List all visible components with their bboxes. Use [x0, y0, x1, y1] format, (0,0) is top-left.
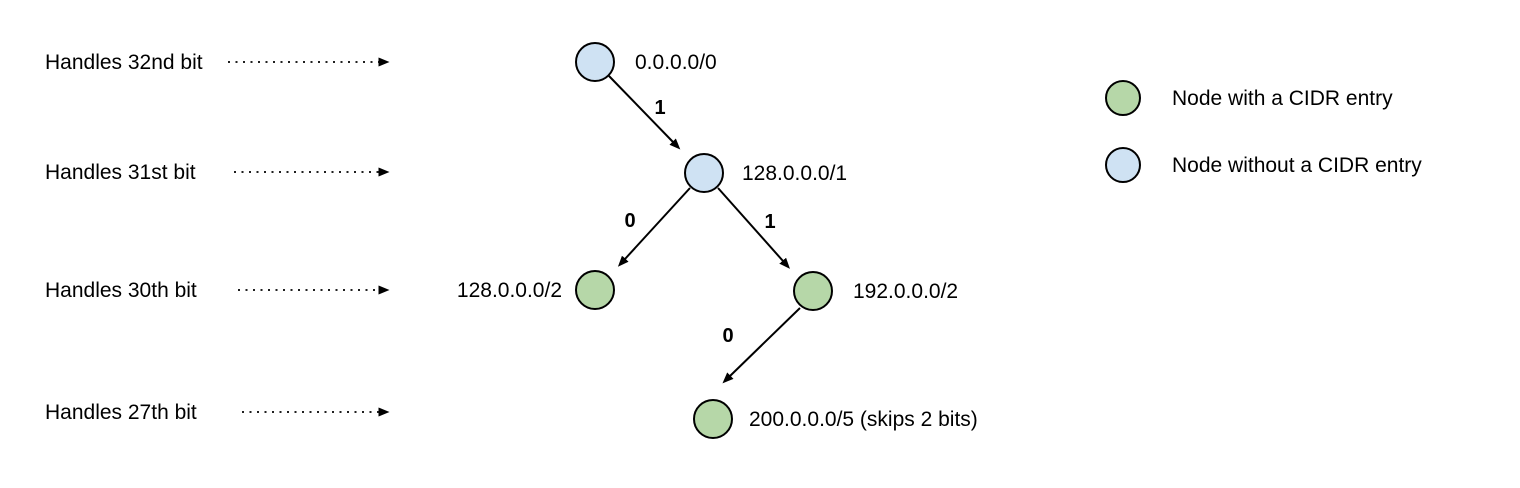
- tree-edge-root-to-128-1: 1: [608, 75, 681, 150]
- tree-edge-128-1-to-192-2: 1: [717, 187, 790, 269]
- tree-node-circle: [575, 270, 615, 310]
- bit-row-30: Handles 30th bit: [45, 279, 390, 302]
- bit-row-31: Handles 31st bit: [45, 161, 390, 184]
- edge-bit-label: 1: [654, 97, 665, 119]
- tree-node-192-0-0-0-2: 192.0.0.0/2: [793, 271, 958, 311]
- legend-item-label: Node with a CIDR entry: [1172, 87, 1393, 110]
- tree-node-circle: [684, 153, 724, 193]
- legend-item-label: Node without a CIDR entry: [1172, 154, 1422, 177]
- bit-row-label: Handles 30th bit: [45, 279, 197, 302]
- legend-swatch-circle: [1105, 80, 1141, 116]
- edge-arrow-icon: [617, 187, 691, 267]
- tree-node-label: 0.0.0.0/0: [635, 51, 717, 74]
- legend-swatch-circle: [1105, 147, 1141, 183]
- legend-item-with-cidr: Node with a CIDR entry: [1105, 80, 1393, 116]
- tree-edge-192-2-to-200-5: 0: [722, 307, 801, 384]
- tree-node-root: 0.0.0.0/0: [575, 42, 717, 82]
- bit-row-27: Handles 27th bit: [45, 401, 390, 424]
- edge-arrow-icon: [717, 187, 790, 269]
- tree-node-circle: [575, 42, 615, 82]
- tree-node-circle: [793, 271, 833, 311]
- tree-node-label: 128.0.0.0/2: [457, 279, 562, 302]
- edge-arrow-icon: [722, 307, 801, 384]
- bit-row-32: Handles 32nd bit: [45, 51, 390, 74]
- tree-node-128-0-0-0-1: 128.0.0.0/1: [684, 153, 847, 193]
- tree-node-circle: [693, 399, 733, 439]
- legend: Node with a CIDR entry Node without a CI…: [1105, 80, 1422, 183]
- edge-arrow-icon: [608, 75, 681, 150]
- tree-node-200-0-0-0-5: 200.0.0.0/5 (skips 2 bits): [693, 399, 978, 439]
- tree-node-128-0-0-0-2: 128.0.0.0/2: [457, 270, 615, 310]
- edge-bit-label: 1: [764, 211, 775, 233]
- tree-node-label: 192.0.0.0/2: [853, 280, 958, 303]
- tree-node-label: 200.0.0.0/5 (skips 2 bits): [749, 408, 978, 431]
- edge-bit-label: 0: [722, 325, 733, 347]
- edge-bit-label: 0: [624, 210, 635, 232]
- legend-item-without-cidr: Node without a CIDR entry: [1105, 147, 1422, 183]
- tree-node-label: 128.0.0.0/1: [742, 162, 847, 185]
- bit-row-label: Handles 27th bit: [45, 401, 197, 424]
- bit-row-label: Handles 31st bit: [45, 161, 196, 184]
- bit-row-label: Handles 32nd bit: [45, 51, 203, 74]
- tree-edge-128-1-to-128-2: 0: [617, 187, 691, 267]
